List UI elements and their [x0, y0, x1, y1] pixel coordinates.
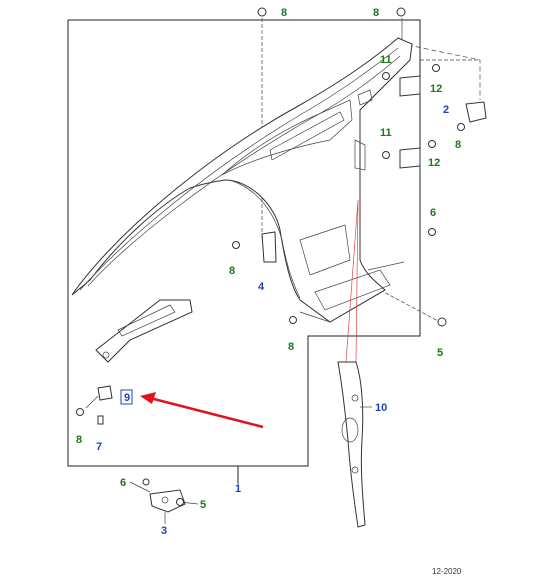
footer-date: 12-2020 — [432, 567, 462, 576]
fastener-6-bottom — [142, 478, 150, 486]
bracket-lower-left — [95, 299, 193, 363]
fastener-11b — [382, 151, 390, 159]
bracket-part-2 — [465, 101, 487, 123]
callout-2: 2 — [443, 104, 449, 116]
callout-9: 9 — [124, 392, 130, 404]
callout-6-right: 6 — [430, 207, 436, 219]
callout-11a: 11 — [380, 54, 392, 66]
callout-4: 4 — [258, 281, 265, 293]
fastener-8-top — [257, 7, 267, 17]
callout-10: 10 — [375, 402, 387, 414]
fastener-5-bottom — [176, 498, 184, 506]
callout-6-bottom: 6 — [120, 477, 126, 489]
leader-6-bottom — [129, 481, 151, 493]
projection-lines — [345, 199, 359, 363]
callout-8-top: 8 — [281, 7, 287, 19]
clip-part-9 — [97, 385, 113, 401]
front-fender-panel — [71, 37, 413, 323]
callout-12a: 12 — [430, 83, 442, 95]
fastener-6-right — [428, 228, 436, 236]
leader-5 — [379, 289, 441, 323]
fastener-8-left — [76, 408, 84, 416]
callout-11b: 11 — [380, 127, 392, 139]
red-arrow — [140, 392, 264, 429]
callout-5-right: 5 — [437, 347, 443, 359]
assembly-outline — [67, 19, 421, 467]
fastener-8-topright — [396, 7, 406, 17]
bracket-11-b — [399, 147, 421, 169]
callout-12b: 12 — [428, 157, 440, 169]
bracket-part-4 — [261, 231, 277, 263]
callout-8-left: 8 — [76, 434, 82, 446]
bracket-11-a — [399, 75, 421, 97]
callout-8-right: 8 — [455, 139, 461, 151]
fastener-12a — [432, 64, 440, 72]
callout-8-mid: 8 — [229, 265, 235, 277]
fastener-8-mid — [232, 241, 240, 249]
callout-1: 1 — [235, 483, 241, 495]
fastener-8-lower — [289, 316, 297, 324]
leader-8-left — [85, 395, 99, 409]
fastener-12b — [428, 140, 436, 148]
callout-8-topright: 8 — [373, 7, 379, 19]
fastener-5-right — [437, 317, 447, 327]
fastener-7 — [97, 415, 104, 425]
callout-8-lower: 8 — [288, 341, 294, 353]
callout-3: 3 — [161, 525, 167, 537]
callout-5-bottom: 5 — [200, 499, 206, 511]
leader-2 — [407, 44, 481, 100]
hinge-part-3 — [149, 489, 186, 513]
fastener-11a — [382, 72, 390, 80]
fastener-8-right — [457, 123, 465, 131]
callout-7: 7 — [96, 441, 102, 453]
callout-9-box — [120, 389, 133, 405]
part-10-liner — [337, 361, 366, 528]
